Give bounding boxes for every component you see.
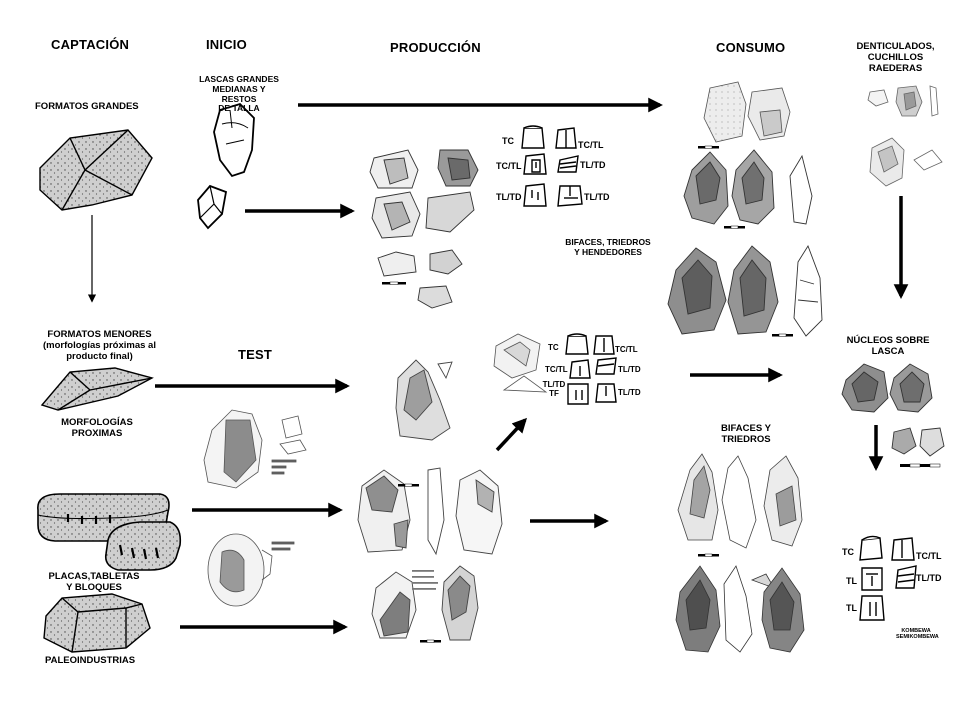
scheme-top-tc: TC [502,136,514,146]
label-kombewa: KOMBEWA SEMIKOMBEWA [896,628,939,641]
paleoindustry-drawing [43,593,151,653]
header-captacion: CAPTACIÓN [51,37,130,52]
tablet-drawing [104,521,182,571]
production-handaxes-bottom [371,565,479,643]
scheme-mid-tc: TC [548,343,559,352]
label-placas: PLACAS,TABLETAS Y BLOQUES [48,571,140,593]
scheme-top-tc-tl-2: TC/TL [496,161,522,171]
mid-flake-outlines [493,333,548,393]
small-core-drawing [197,184,228,230]
knapping-schemes-top [521,125,583,207]
large-block-drawing [39,129,153,211]
consumo-bifaces-triedros [677,453,803,557]
consumo-handaxes [667,244,823,337]
label-bifaces-triedros-hendedores: BIFACES, TRIEDROS Y HENDEDORES [565,237,651,257]
knapping-schemes-right [859,535,917,621]
scheme-right-tl: TL [846,576,857,586]
consumo-large-flakes [703,81,791,143]
test-production-flake [395,359,453,441]
scheme-mid-tl-td: TL/TD [618,365,641,374]
test-pebble-drawing [207,533,295,607]
wedge-block-drawing [40,367,154,411]
header-consumo: CONSUMO [716,40,786,55]
label-formatos-grandes: FORMATOS GRANDES [35,101,139,112]
test-flake-drawing [203,409,307,489]
nucleos-drawings [841,363,945,468]
core-fragments-cluster [369,149,479,309]
header-produccion: PRODUCCIÓN [390,40,481,55]
arrow-test-diagonal [495,417,528,452]
scheme-top-tl-td-3: TL/TD [584,192,610,202]
label-formatos-menores: FORMATOS MENORES (morfologías próximas a… [43,329,156,362]
knapping-schemes-mid [565,333,617,405]
large-flake-drawing [213,102,255,178]
header-inicio: INICIO [206,37,247,52]
scheme-mid-tl-td-tf: TL/TD TF [542,380,566,399]
scheme-top-tl-td: TL/TD [580,160,606,170]
label-test: TEST [238,347,273,362]
consumo-cleavers [683,145,813,229]
flow-arrows [87,97,909,635]
scheme-mid-tc-tl: TC/TL [615,345,638,354]
scheme-mid-tl-td-2: TL/TD [618,388,641,397]
scheme-right-tc-tl: TC/TL [916,551,942,561]
scheme-right-tc: TC [842,547,854,557]
label-paleoindustrias: PALEOINDUSTRIAS [45,655,136,666]
production-handaxes-mid [357,467,503,556]
label-morfologias: MORFOLOGÍAS PROXIMAS [61,417,133,439]
scheme-top-tl-td-2: TL/TD [496,192,522,202]
label-denticulados: DENTICULADOS, CUCHILLOS RAEDERAS [856,41,935,74]
label-lascas-grandes: LASCAS GRANDES MEDIANAS Y RESTOS DE TALL… [199,74,279,114]
scheme-mid-tc-tl-2: TC/TL [545,365,568,374]
label-nucleos: NÚCLEOS SOBRE LASCA [846,335,930,357]
denticulados-drawings [867,85,943,187]
scheme-right-tl-td: TL/TD [916,573,942,583]
consumo-triedros-bottom [675,565,805,653]
scheme-right-tl-2: TL [846,603,857,613]
label-bifaces-triedros: BIFACES Y TRIEDROS [721,423,771,445]
scheme-top-tc-tl: TC/TL [578,140,604,150]
